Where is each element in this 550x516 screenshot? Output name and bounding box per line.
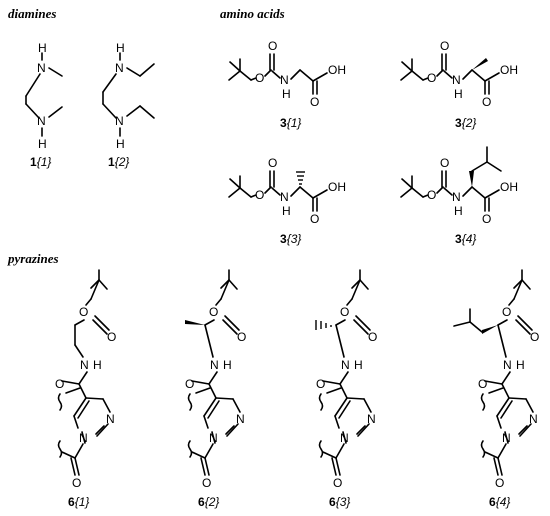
structure-diamine-1-2: H N N H — [102, 41, 155, 151]
atom-h: H — [38, 41, 47, 55]
compound-label-6-3: 6{3} — [329, 495, 350, 509]
compound-label-6-2: 6{2} — [198, 495, 219, 509]
atom-h: H — [454, 87, 463, 101]
atom-n: N — [79, 431, 88, 445]
atom-h: H — [282, 204, 291, 218]
atom-o: O — [72, 476, 81, 490]
atom-o: O — [268, 39, 277, 53]
compound-label-3-2: 3{2} — [455, 116, 476, 130]
atom-n: N — [341, 358, 350, 372]
atom-h: H — [116, 137, 125, 151]
atom-o: O — [495, 476, 504, 490]
atom-n: N — [106, 412, 115, 426]
atom-o: O — [340, 305, 349, 319]
compound-label-6-4: 6{4} — [489, 495, 510, 509]
atom-o: O — [209, 305, 218, 319]
compound-label-6-1: 6{1} — [68, 495, 89, 509]
structure-amino-acid-3-4: O O N H OH O — [400, 146, 518, 226]
atom-o: O — [482, 212, 491, 226]
atom-n: N — [37, 61, 46, 75]
atom-oh: OH — [500, 63, 518, 77]
atom-n: N — [340, 431, 349, 445]
atom-n: N — [529, 412, 538, 426]
atom-o: O — [310, 95, 319, 109]
atom-o: O — [316, 377, 325, 391]
atom-n: N — [209, 431, 218, 445]
atom-o: O — [478, 377, 487, 391]
atom-h: H — [223, 358, 232, 372]
atom-o: O — [440, 156, 449, 170]
atom-n: N — [452, 190, 461, 204]
atom-oh: OH — [500, 180, 518, 194]
atom-h: H — [116, 41, 125, 55]
atom-n: N — [280, 190, 289, 204]
atom-o: O — [185, 377, 194, 391]
atom-o: O — [255, 188, 264, 202]
heading-amino-acids: amino acids — [220, 6, 285, 21]
heading-diamines: diamines — [8, 6, 56, 21]
atom-o: O — [202, 476, 211, 490]
atom-o: O — [268, 156, 277, 170]
atom-h: H — [454, 204, 463, 218]
atom-o: O — [427, 71, 436, 85]
atom-o: O — [237, 330, 246, 344]
atom-n: N — [115, 114, 124, 128]
atom-o: O — [79, 305, 88, 319]
structure-amino-acid-3-2: O O N H OH O — [400, 39, 518, 109]
structure-diamine-1-1: H N N H — [25, 41, 63, 151]
atom-n: N — [80, 358, 89, 372]
atom-oh: OH — [328, 63, 346, 77]
compound-label-1-1: 1{1} — [30, 155, 51, 169]
compound-label-3-1: 3{1} — [280, 116, 301, 130]
atom-o: O — [255, 71, 264, 85]
atom-o: O — [333, 476, 342, 490]
atom-n: N — [503, 358, 512, 372]
atom-n: N — [210, 358, 219, 372]
structure-pyrazine-6-3: O O N H O N N O — [315, 269, 377, 490]
atom-o: O — [368, 330, 377, 344]
atom-oh: OH — [328, 180, 346, 194]
atom-o: O — [530, 330, 539, 344]
structure-amino-acid-3-3: O O N H OH O — [228, 156, 346, 226]
compound-label-1-2: 1{2} — [108, 155, 129, 169]
atom-h: H — [93, 358, 102, 372]
structure-pyrazine-6-4: O O N H O N N O — [453, 269, 539, 490]
heading-pyrazines: pyrazines — [7, 251, 59, 266]
atom-h: H — [516, 358, 525, 372]
atom-o: O — [427, 188, 436, 202]
atom-n: N — [367, 412, 376, 426]
structure-pyrazine-6-1: O O N H O N N O — [55, 269, 116, 490]
structure-amino-acid-3-1: O O N H OH O — [228, 39, 346, 109]
atom-n: N — [452, 73, 461, 87]
atom-o: O — [107, 330, 116, 344]
atom-o: O — [55, 377, 64, 391]
compound-label-3-3: 3{3} — [280, 232, 301, 246]
atom-o: O — [482, 95, 491, 109]
atom-h: H — [282, 87, 291, 101]
compound-label-3-4: 3{4} — [455, 232, 476, 246]
atom-n: N — [37, 114, 46, 128]
structure-pyrazine-6-2: O O N H O N N O — [185, 269, 246, 490]
atom-o: O — [310, 212, 319, 226]
atom-n: N — [280, 73, 289, 87]
atom-n: N — [502, 431, 511, 445]
atom-o: O — [502, 305, 511, 319]
atom-h: H — [38, 137, 47, 151]
atom-h: H — [354, 358, 363, 372]
atom-o: O — [440, 39, 449, 53]
atom-n: N — [236, 412, 245, 426]
atom-n: N — [115, 61, 124, 75]
